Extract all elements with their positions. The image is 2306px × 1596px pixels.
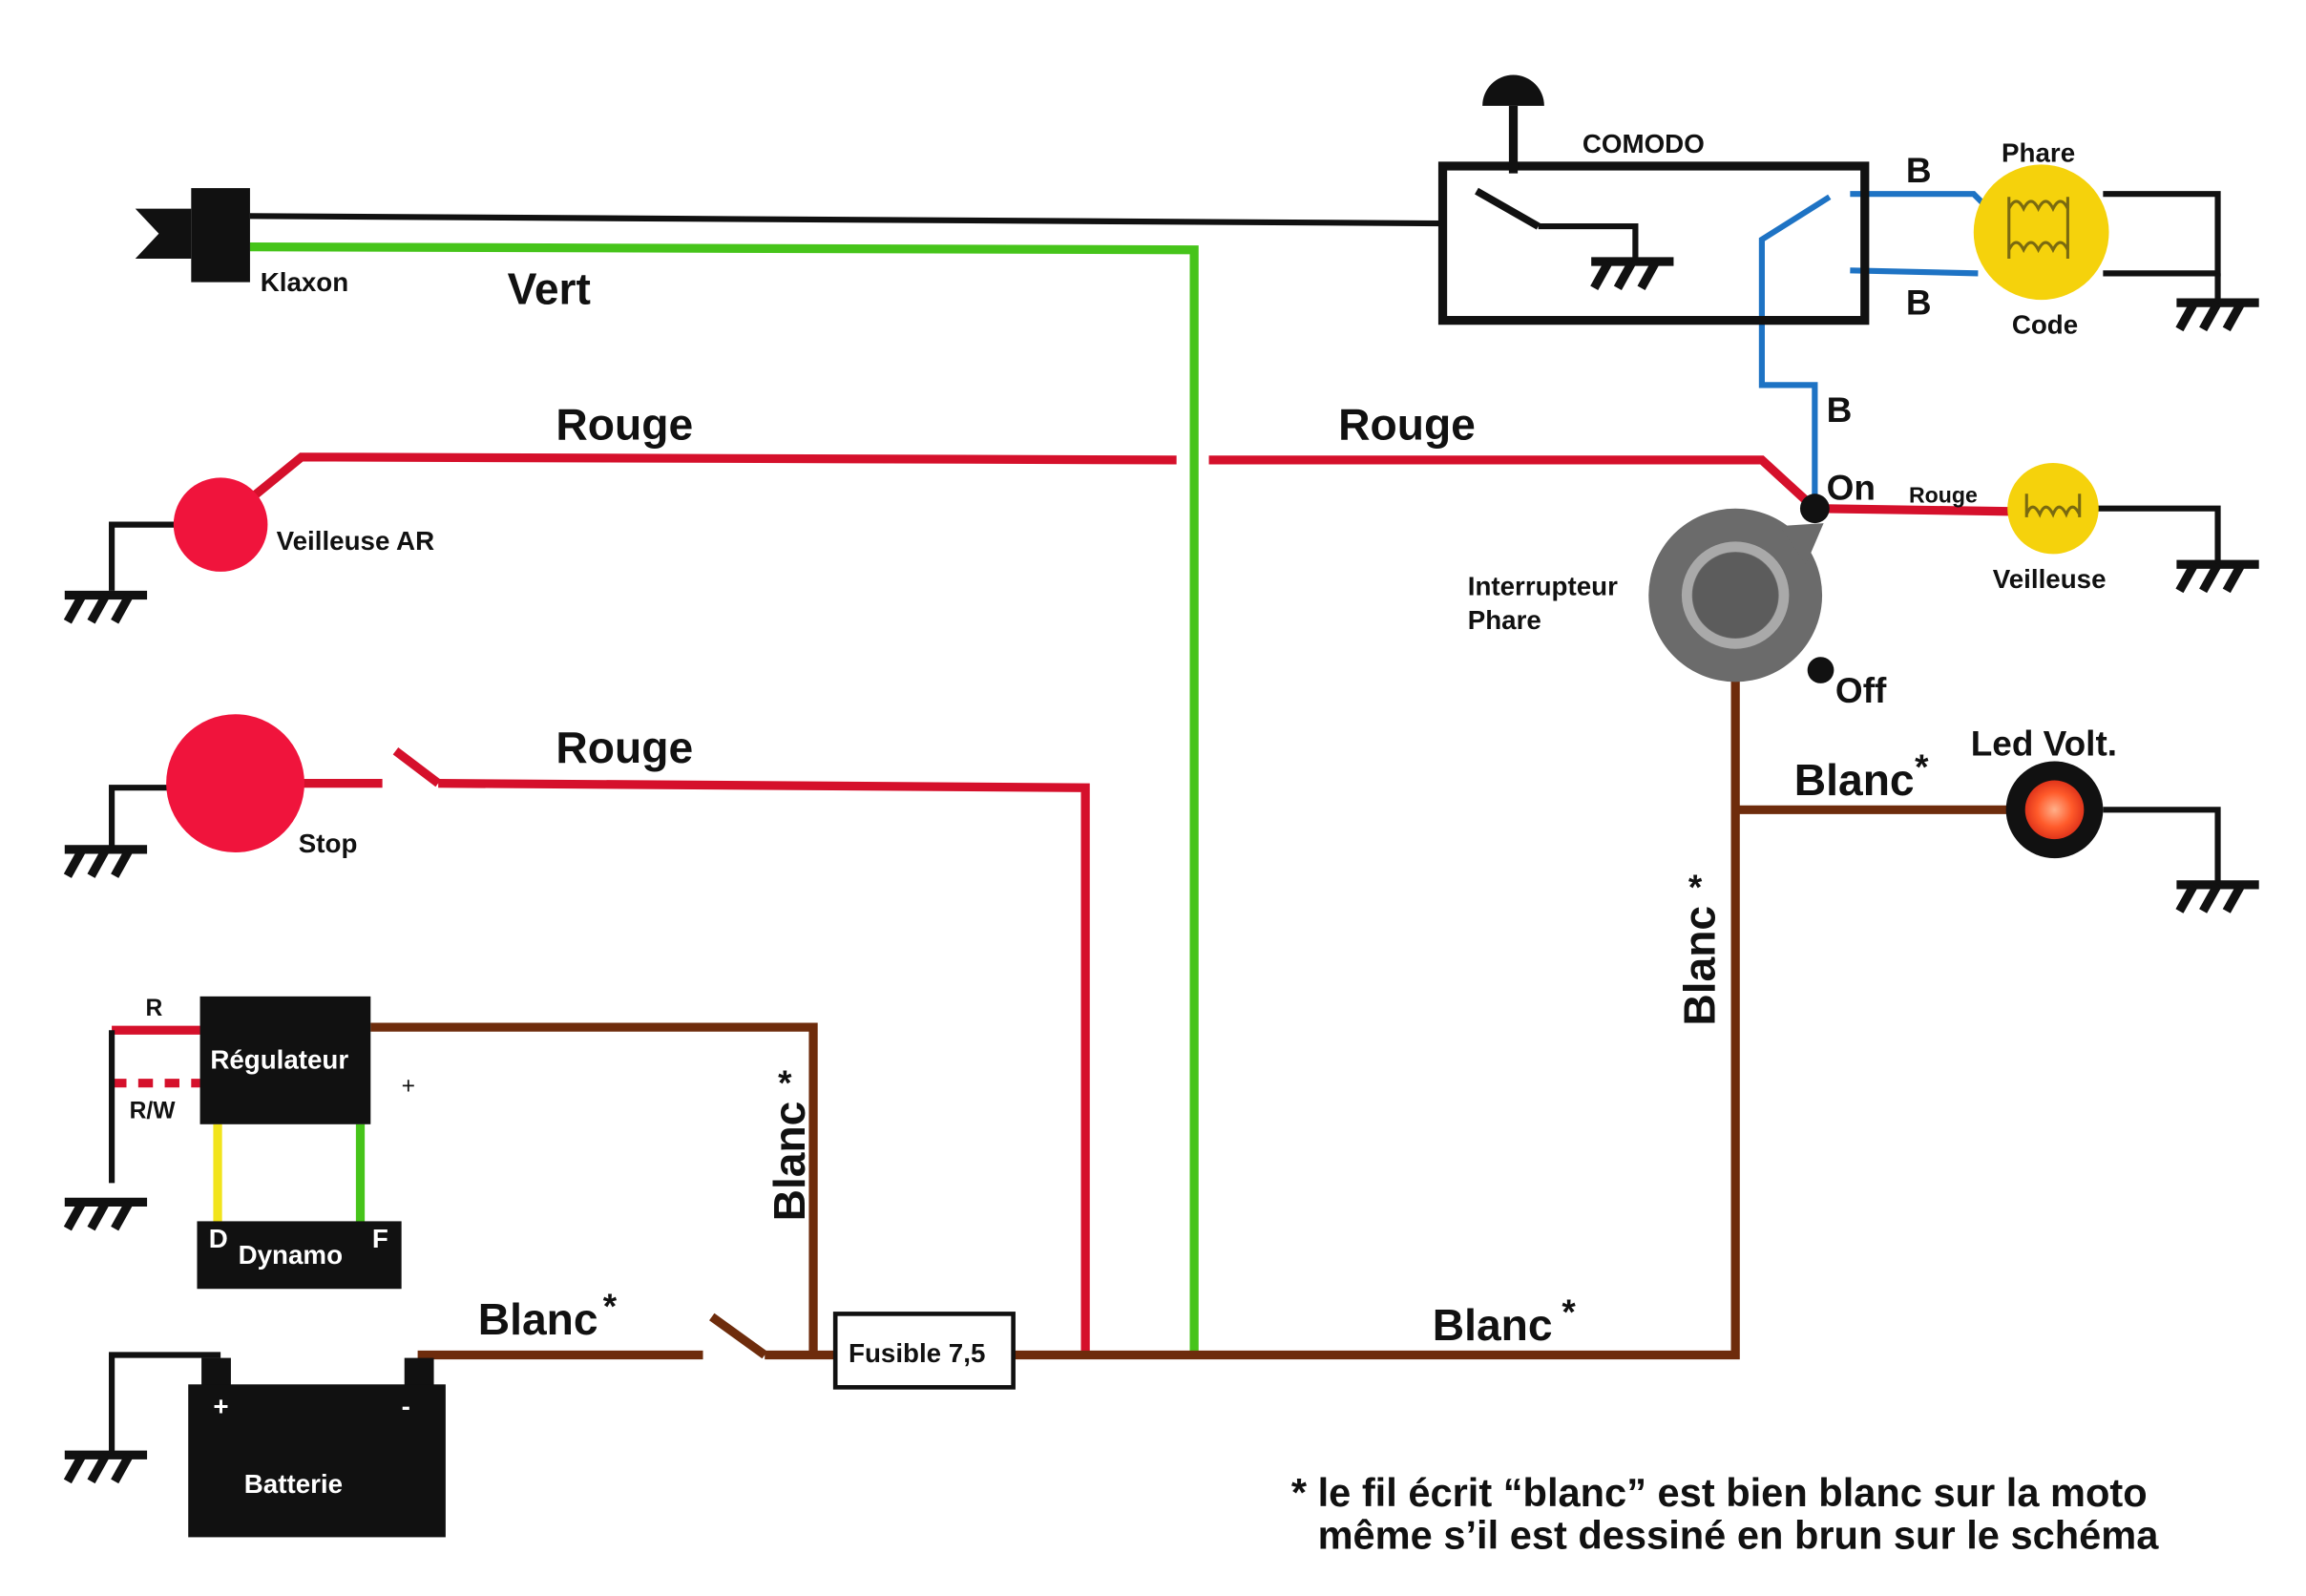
stop-ground-icon: [65, 850, 147, 876]
led-volt-label: Led Volt.: [1971, 724, 2117, 763]
brown-wire-regulateur: [370, 1022, 818, 1355]
dynamo-f-label: F: [372, 1224, 388, 1253]
klaxon-icon: [135, 188, 250, 283]
batterie-ground-icon: [65, 1455, 147, 1481]
code-label: Code: [2012, 309, 2078, 339]
stop-label: Stop: [299, 829, 358, 858]
rouge-label-2: Rouge: [1338, 399, 1476, 449]
svg-text:Blanc: Blanc: [765, 1102, 814, 1222]
regulateur-rw-label: R/W: [130, 1099, 177, 1124]
led-volt-light: [2024, 780, 2085, 840]
blue-wire-phare-b2: [1850, 267, 1979, 277]
rouge-label-1: Rouge: [556, 399, 693, 449]
regulateur-ground-icon: [65, 1202, 147, 1228]
b-label-bottom: B: [1906, 283, 1932, 322]
veilleuse-ar-ground-icon: [65, 596, 147, 622]
phare-filament-icon: [2007, 197, 2069, 259]
b-label-top: B: [1906, 151, 1932, 190]
veilleuse-ground-icon: [2176, 564, 2258, 591]
regulateur-box: [199, 996, 371, 1124]
phare-bulb: [1973, 164, 2109, 301]
blanc-label-vertical-right: Blanc *: [1675, 868, 1725, 1025]
off-label: Off: [1835, 671, 1887, 710]
interrupteur-phare-knob[interactable]: [1648, 508, 1824, 682]
veilleuse-label: Veilleuse: [1993, 564, 2107, 594]
batterie-ground-wire: [109, 1352, 221, 1456]
comodo-horn-ground-wire: [1538, 223, 1639, 262]
blanc-star-led: *: [1915, 747, 1929, 787]
veilleuse-filament-icon: [2024, 494, 2082, 518]
batterie-box: [188, 1384, 446, 1538]
green-wire: [249, 242, 1199, 1353]
rouge-label-veilleuse: Rouge: [1909, 483, 1978, 508]
regulateur-plus-mark: +: [402, 1073, 415, 1099]
veilleuse-ar-ground-wire: [109, 521, 179, 591]
batterie-label: Batterie: [244, 1469, 343, 1499]
phare-ground-wire: [2103, 191, 2221, 277]
batterie-minus-label: -: [402, 1392, 410, 1421]
interrupteur-off-contact: [1807, 657, 1834, 683]
dynamo-d-label: D: [209, 1224, 228, 1253]
stop-switch-lever: [392, 747, 441, 788]
svg-text:*: *: [1688, 868, 1703, 907]
stop-lamp: [166, 714, 304, 852]
interrupteur-label-1: Interrupteur: [1468, 572, 1618, 601]
veilleuse-ar-label: Veilleuse AR: [277, 526, 434, 556]
blue-wire-phare-b1: [1850, 191, 1988, 208]
rouge-label-stop: Rouge: [556, 723, 693, 772]
red-wire-veilleuse: [1814, 504, 2009, 516]
battery-switch-lever: [709, 1312, 767, 1359]
blanc-label-vertical-left: Blanc *: [765, 1063, 814, 1221]
comodo-ground-icon: [1591, 262, 1673, 288]
led-ground-wire: [2103, 807, 2221, 882]
svg-text:Blanc: Blanc: [1675, 906, 1725, 1026]
vert-label: Vert: [508, 264, 591, 314]
klaxon-black-wire: [249, 213, 1442, 227]
klaxon-label: Klaxon: [261, 267, 348, 297]
fusible-box: [832, 1312, 1016, 1390]
comodo-box: [1437, 161, 1870, 326]
regulateur-r-label: R: [146, 996, 163, 1021]
b-label-vertical: B: [1827, 390, 1853, 430]
footnote-line-1: * le fil écrit “blanc” est bien blanc su…: [1291, 1470, 2148, 1515]
blanc-star-bottom: *: [1562, 1292, 1576, 1332]
red-wire-veilleuse-ar: [250, 452, 1177, 500]
brown-wire-main: [1015, 679, 1740, 1360]
blanc-label-batterie: Blanc: [478, 1294, 598, 1344]
footnote-line-2: même s’il est dessiné en brun sur le sch…: [1318, 1513, 2160, 1558]
comodo-horn-switch: [1475, 187, 1541, 230]
on-label: On: [1827, 468, 1876, 507]
blanc-label-bottom: Blanc: [1433, 1300, 1553, 1350]
stop-ground-wire: [109, 785, 171, 847]
regulateur-label: Régulateur: [210, 1044, 348, 1074]
red-wire-to-interrupteur: [1208, 455, 1818, 513]
comodo-label: COMODO: [1583, 129, 1705, 158]
veilleuse-ground-wire: [2094, 505, 2221, 562]
dynamo-label: Dynamo: [239, 1240, 343, 1270]
blue-wire-main: [1758, 194, 1832, 509]
comodo-horn-button-icon: [1482, 74, 1544, 174]
veilleuse-ar-lamp: [173, 477, 268, 572]
stop-red-wire-2: [438, 778, 1090, 1353]
veilleuse-bulb: [2007, 462, 2099, 555]
svg-text:*: *: [778, 1063, 792, 1102]
blanc-label-led: Blanc: [1794, 755, 1915, 805]
interrupteur-label-2: Phare: [1468, 605, 1541, 635]
led-ground-icon: [2176, 885, 2258, 912]
dynamo-box: [197, 1221, 402, 1290]
batterie-plus-label: +: [213, 1392, 228, 1421]
interrupteur-on-contact: [1799, 494, 1830, 524]
fusible-label: Fusible 7,5: [849, 1338, 985, 1368]
phare-ground-icon: [2176, 303, 2258, 329]
phare-label: Phare: [2002, 137, 2075, 167]
blanc-star-batterie: *: [603, 1287, 618, 1326]
